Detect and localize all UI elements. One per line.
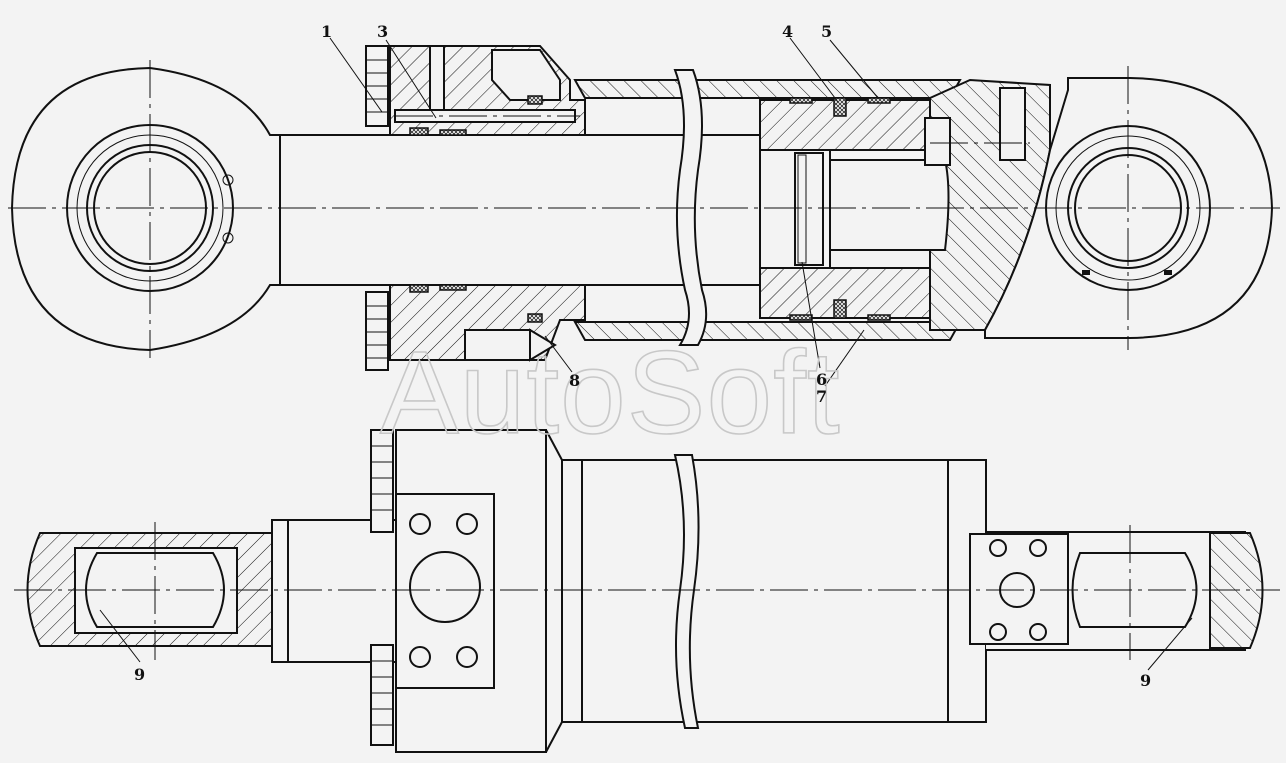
- gland-nut-lower: [365, 291, 389, 371]
- tube-plan: [561, 459, 987, 723]
- gland-o-ring: [527, 95, 543, 105]
- gland-bore-upper: [491, 49, 561, 101]
- lube-hole: [222, 232, 234, 244]
- callout-3: 3: [377, 22, 388, 41]
- leader-1: [329, 37, 383, 113]
- retaining-ring-tab: [1082, 270, 1090, 275]
- piston-nut-face: [794, 152, 824, 266]
- bolt-hole: [409, 513, 431, 535]
- gland-nut-plan-lower: [370, 644, 394, 746]
- bottom-plan-view: [14, 429, 1280, 753]
- leader-6: [801, 261, 821, 369]
- piston-seal: [833, 299, 847, 319]
- bolt-hole: [456, 646, 478, 668]
- bolt-hole: [989, 623, 1007, 641]
- rod-plan: [287, 519, 397, 663]
- piston-guide: [789, 314, 813, 321]
- bolt-hole: [989, 539, 1007, 557]
- rod-seal: [409, 127, 429, 136]
- callout-5: 5: [821, 22, 832, 41]
- bolt-hole: [456, 513, 478, 535]
- gland-nut-upper: [365, 45, 389, 127]
- leader-3: [385, 39, 437, 119]
- bottom-port: [999, 87, 1026, 161]
- gland-o-ring: [527, 313, 543, 323]
- piston-guide: [867, 97, 891, 104]
- piston-seal: [833, 97, 847, 117]
- rod-seal: [439, 284, 467, 291]
- callout-1: 1: [321, 22, 332, 41]
- break-line-bottom: [673, 454, 700, 729]
- cylinder-tube-lower: [573, 321, 962, 341]
- gland-chamfer: [545, 429, 563, 753]
- callout-6: 6: [816, 370, 827, 389]
- cylinder-tube-upper: [573, 79, 962, 99]
- gland-nut-plan-upper: [370, 429, 394, 533]
- callout-4: 4: [782, 22, 793, 41]
- bolt-hole: [1029, 623, 1047, 641]
- callout-7: 7: [816, 387, 827, 406]
- top-section-view: [8, 37, 1280, 387]
- rod-seal: [409, 284, 429, 293]
- rod-seal: [439, 129, 467, 136]
- port-plan: [409, 551, 481, 623]
- retaining-ring-tab: [1164, 270, 1172, 275]
- port-tip: [529, 328, 557, 362]
- callout-8: 8: [569, 371, 580, 390]
- leader-5: [829, 39, 879, 99]
- rod-end-thread: [829, 159, 950, 251]
- callout-9-left: 9: [134, 665, 145, 684]
- leader-8: [544, 335, 573, 373]
- bolt-hole: [1029, 539, 1047, 557]
- piston-guide: [867, 314, 891, 321]
- rod-neck: [271, 519, 289, 663]
- piston-guide: [789, 97, 813, 104]
- leader-4: [789, 37, 839, 103]
- leader-9-left: [99, 609, 141, 663]
- lube-hole: [222, 174, 234, 186]
- bottom-bore: [924, 117, 951, 166]
- callout-9-right: 9: [1140, 671, 1151, 690]
- leader-9-right: [1147, 617, 1193, 671]
- cap-flange-plan: [969, 533, 1069, 645]
- bolt-hole: [409, 646, 431, 668]
- rod-eye-left: [10, 66, 281, 352]
- watermark: AutoSoft: [380, 327, 841, 459]
- leader-7: [824, 329, 865, 387]
